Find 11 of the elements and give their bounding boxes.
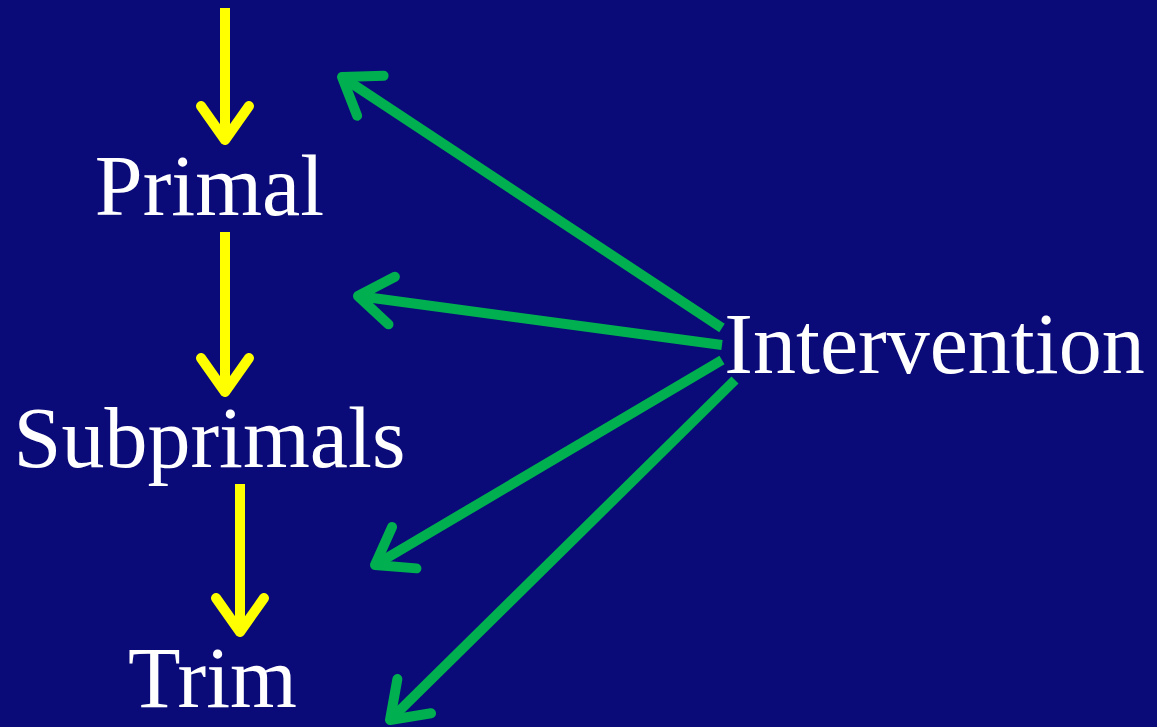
stage-label: Trim [125, 632, 300, 724]
arrow [353, 271, 723, 350]
arrow [385, 376, 739, 725]
arrow [337, 70, 725, 333]
arrow [196, 232, 254, 397]
stage-label: Subprimals [12, 392, 407, 484]
stage-label: Primal [92, 140, 327, 232]
stage-label: Intervention [722, 298, 1147, 390]
arrow [370, 355, 725, 574]
arrow [211, 484, 269, 637]
arrow [196, 8, 254, 145]
